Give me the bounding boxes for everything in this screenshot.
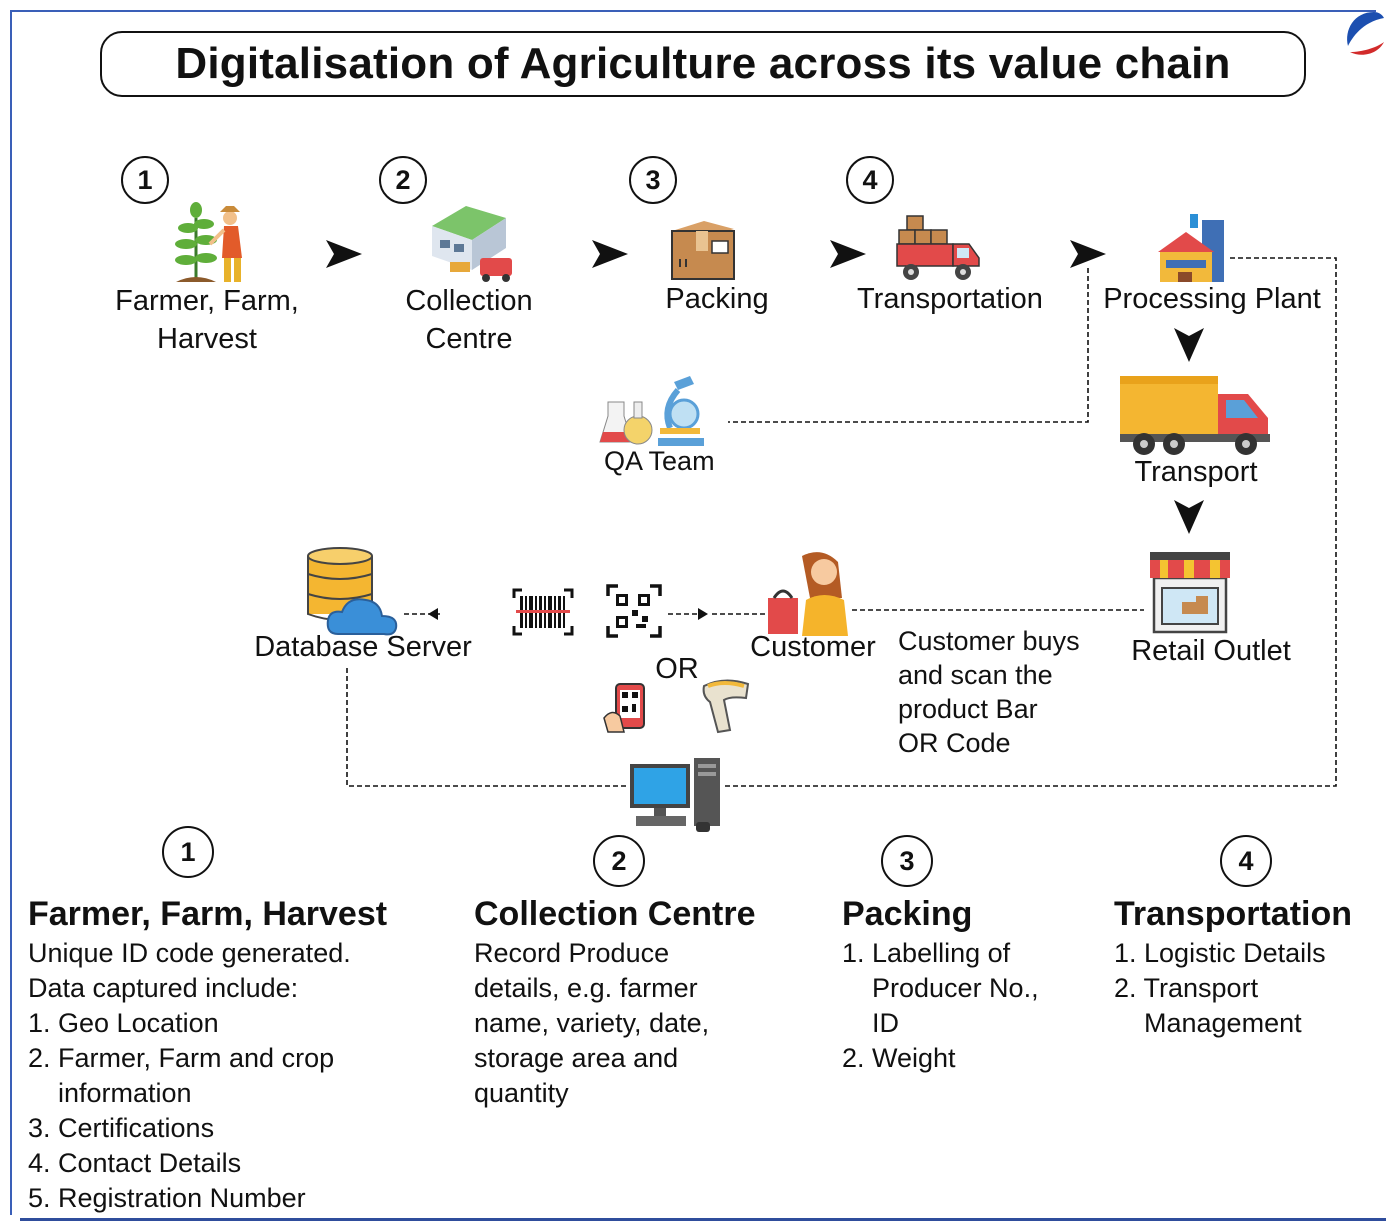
step-3-label-line: Packing — [665, 283, 769, 315]
detail-4-line: 2. Transport — [1114, 973, 1259, 1003]
arrow-3-4 — [830, 240, 866, 268]
step-4-label-line: Transportation — [857, 283, 1043, 315]
detail-1-heading: Farmer, Farm, Harvest — [28, 895, 388, 933]
step-3-number: 3 — [629, 156, 677, 204]
bottom-border — [20, 1218, 1386, 1221]
truck-icon — [896, 215, 980, 280]
detail-column-2: Collection Centre Record Produce details… — [474, 892, 755, 1111]
detail-1-line: 3. Certifications — [28, 1113, 215, 1143]
detail-1-line: 5. Registration Number — [28, 1183, 306, 1213]
qa-team-label: QA Team — [604, 446, 715, 476]
farmer-icon — [175, 202, 242, 282]
step-2-label-line: Centre — [425, 323, 513, 355]
detail-3-line: 2. Weight — [842, 1043, 956, 1073]
detail-1-line: information — [58, 1078, 192, 1108]
dash-plant-right — [722, 257, 1337, 787]
step-2-label-line: Collection — [405, 285, 533, 317]
detail-4-line: 1. Logistic Details — [1114, 938, 1326, 968]
scanner-gun-icon — [702, 679, 750, 734]
detail-1-number: 1 — [162, 826, 214, 878]
step-1-label-line: Harvest — [157, 323, 257, 355]
customer-note-line: product Bar — [898, 694, 1038, 724]
detail-2-line: name, variety, date, — [474, 1008, 710, 1038]
customer-label: Customer — [750, 631, 876, 663]
customer-note: Customer buys and scan the product Bar O… — [898, 624, 1080, 760]
detail-2-line: Record Produce — [474, 938, 670, 968]
detail-column-3: Packing 1. Labelling of Producer No., ID… — [842, 892, 1039, 1076]
store-icon — [1150, 552, 1230, 634]
detail-3-line: 1. Labelling of — [842, 938, 1011, 968]
detail-4-line: Management — [1144, 1008, 1302, 1038]
step-2-label: Collection Centre — [386, 282, 552, 358]
step-1-label: Farmer, Farm, Harvest — [104, 282, 310, 358]
processing-plant-label: Processing Plant — [1103, 283, 1321, 315]
arrow-transport-retail — [1174, 500, 1204, 534]
arrowhead-db — [428, 608, 438, 620]
page-frame — [10, 10, 1376, 1215]
detail-3-line: Producer No., — [872, 973, 1039, 1003]
detail-1-line: 4. Contact Details — [28, 1148, 242, 1178]
detail-3-heading: Packing — [842, 895, 973, 933]
detail-column-1: Farmer, Farm, Harvest Unique ID code gen… — [28, 892, 387, 1216]
lab-icon — [599, 376, 704, 446]
step-4-label: Transportation — [840, 280, 1060, 318]
detail-2-line: storage area and — [474, 1043, 679, 1073]
detail-1-line: 2. Farmer, Farm and crop — [28, 1043, 335, 1073]
database-server-label: Database Server — [254, 631, 472, 663]
detail-3-line: ID — [872, 1008, 899, 1038]
arrow-1-2 — [326, 240, 362, 268]
qr-code-icon — [606, 584, 662, 638]
step-1-label-line: Farmer, Farm, — [115, 285, 299, 317]
detail-2-line: details, e.g. farmer — [474, 973, 698, 1003]
dash-plant-qa — [728, 268, 1089, 423]
box-icon — [671, 221, 735, 280]
customer-note-line: and scan the — [898, 660, 1053, 690]
step-3-label: Packing — [654, 280, 780, 318]
arrow-4-5 — [1070, 240, 1106, 268]
or-label: OR — [655, 653, 699, 685]
detail-1-line: Unique ID code generated. — [28, 938, 351, 968]
detail-4-heading: Transportation — [1114, 895, 1353, 933]
customer-icon — [768, 552, 848, 636]
step-2-number: 2 — [379, 156, 427, 204]
detail-2-line: quantity — [474, 1078, 569, 1108]
transport-label: Transport — [1134, 456, 1258, 488]
detail-2-heading: Collection Centre — [474, 895, 756, 933]
arrow-plant-transport — [1174, 328, 1204, 362]
retail-outlet-label: Retail Outlet — [1131, 635, 1291, 667]
detail-4-number: 4 — [1220, 835, 1272, 887]
detail-2-number: 2 — [593, 835, 645, 887]
detail-1-line: 1. Geo Location — [28, 1008, 219, 1038]
computer-icon — [630, 758, 720, 832]
arrowhead-customer — [698, 608, 708, 620]
database-server-icon — [307, 547, 398, 636]
page-title: Digitalisation of Agriculture across its… — [175, 39, 1231, 88]
customer-note-line: Customer buys — [898, 626, 1080, 656]
delivery-truck-icon — [1120, 376, 1270, 455]
detail-column-4: Transportation 1. Logistic Details 2. Tr… — [1114, 892, 1352, 1041]
brand-logo — [1347, 12, 1384, 55]
title-box: Digitalisation of Agriculture across its… — [100, 31, 1306, 97]
factory-icon — [1158, 214, 1224, 282]
phone-scan-icon — [603, 683, 645, 733]
warehouse-icon — [432, 206, 512, 282]
dash-db-computer — [346, 668, 628, 787]
step-1-number: 1 — [121, 156, 169, 204]
detail-3-number: 3 — [881, 835, 933, 887]
step-4-number: 4 — [846, 156, 894, 204]
detail-1-line: Data captured include: — [28, 973, 299, 1003]
barcode-icon — [512, 588, 574, 636]
arrow-2-3 — [592, 240, 628, 268]
customer-note-line: OR Code — [898, 728, 1011, 758]
